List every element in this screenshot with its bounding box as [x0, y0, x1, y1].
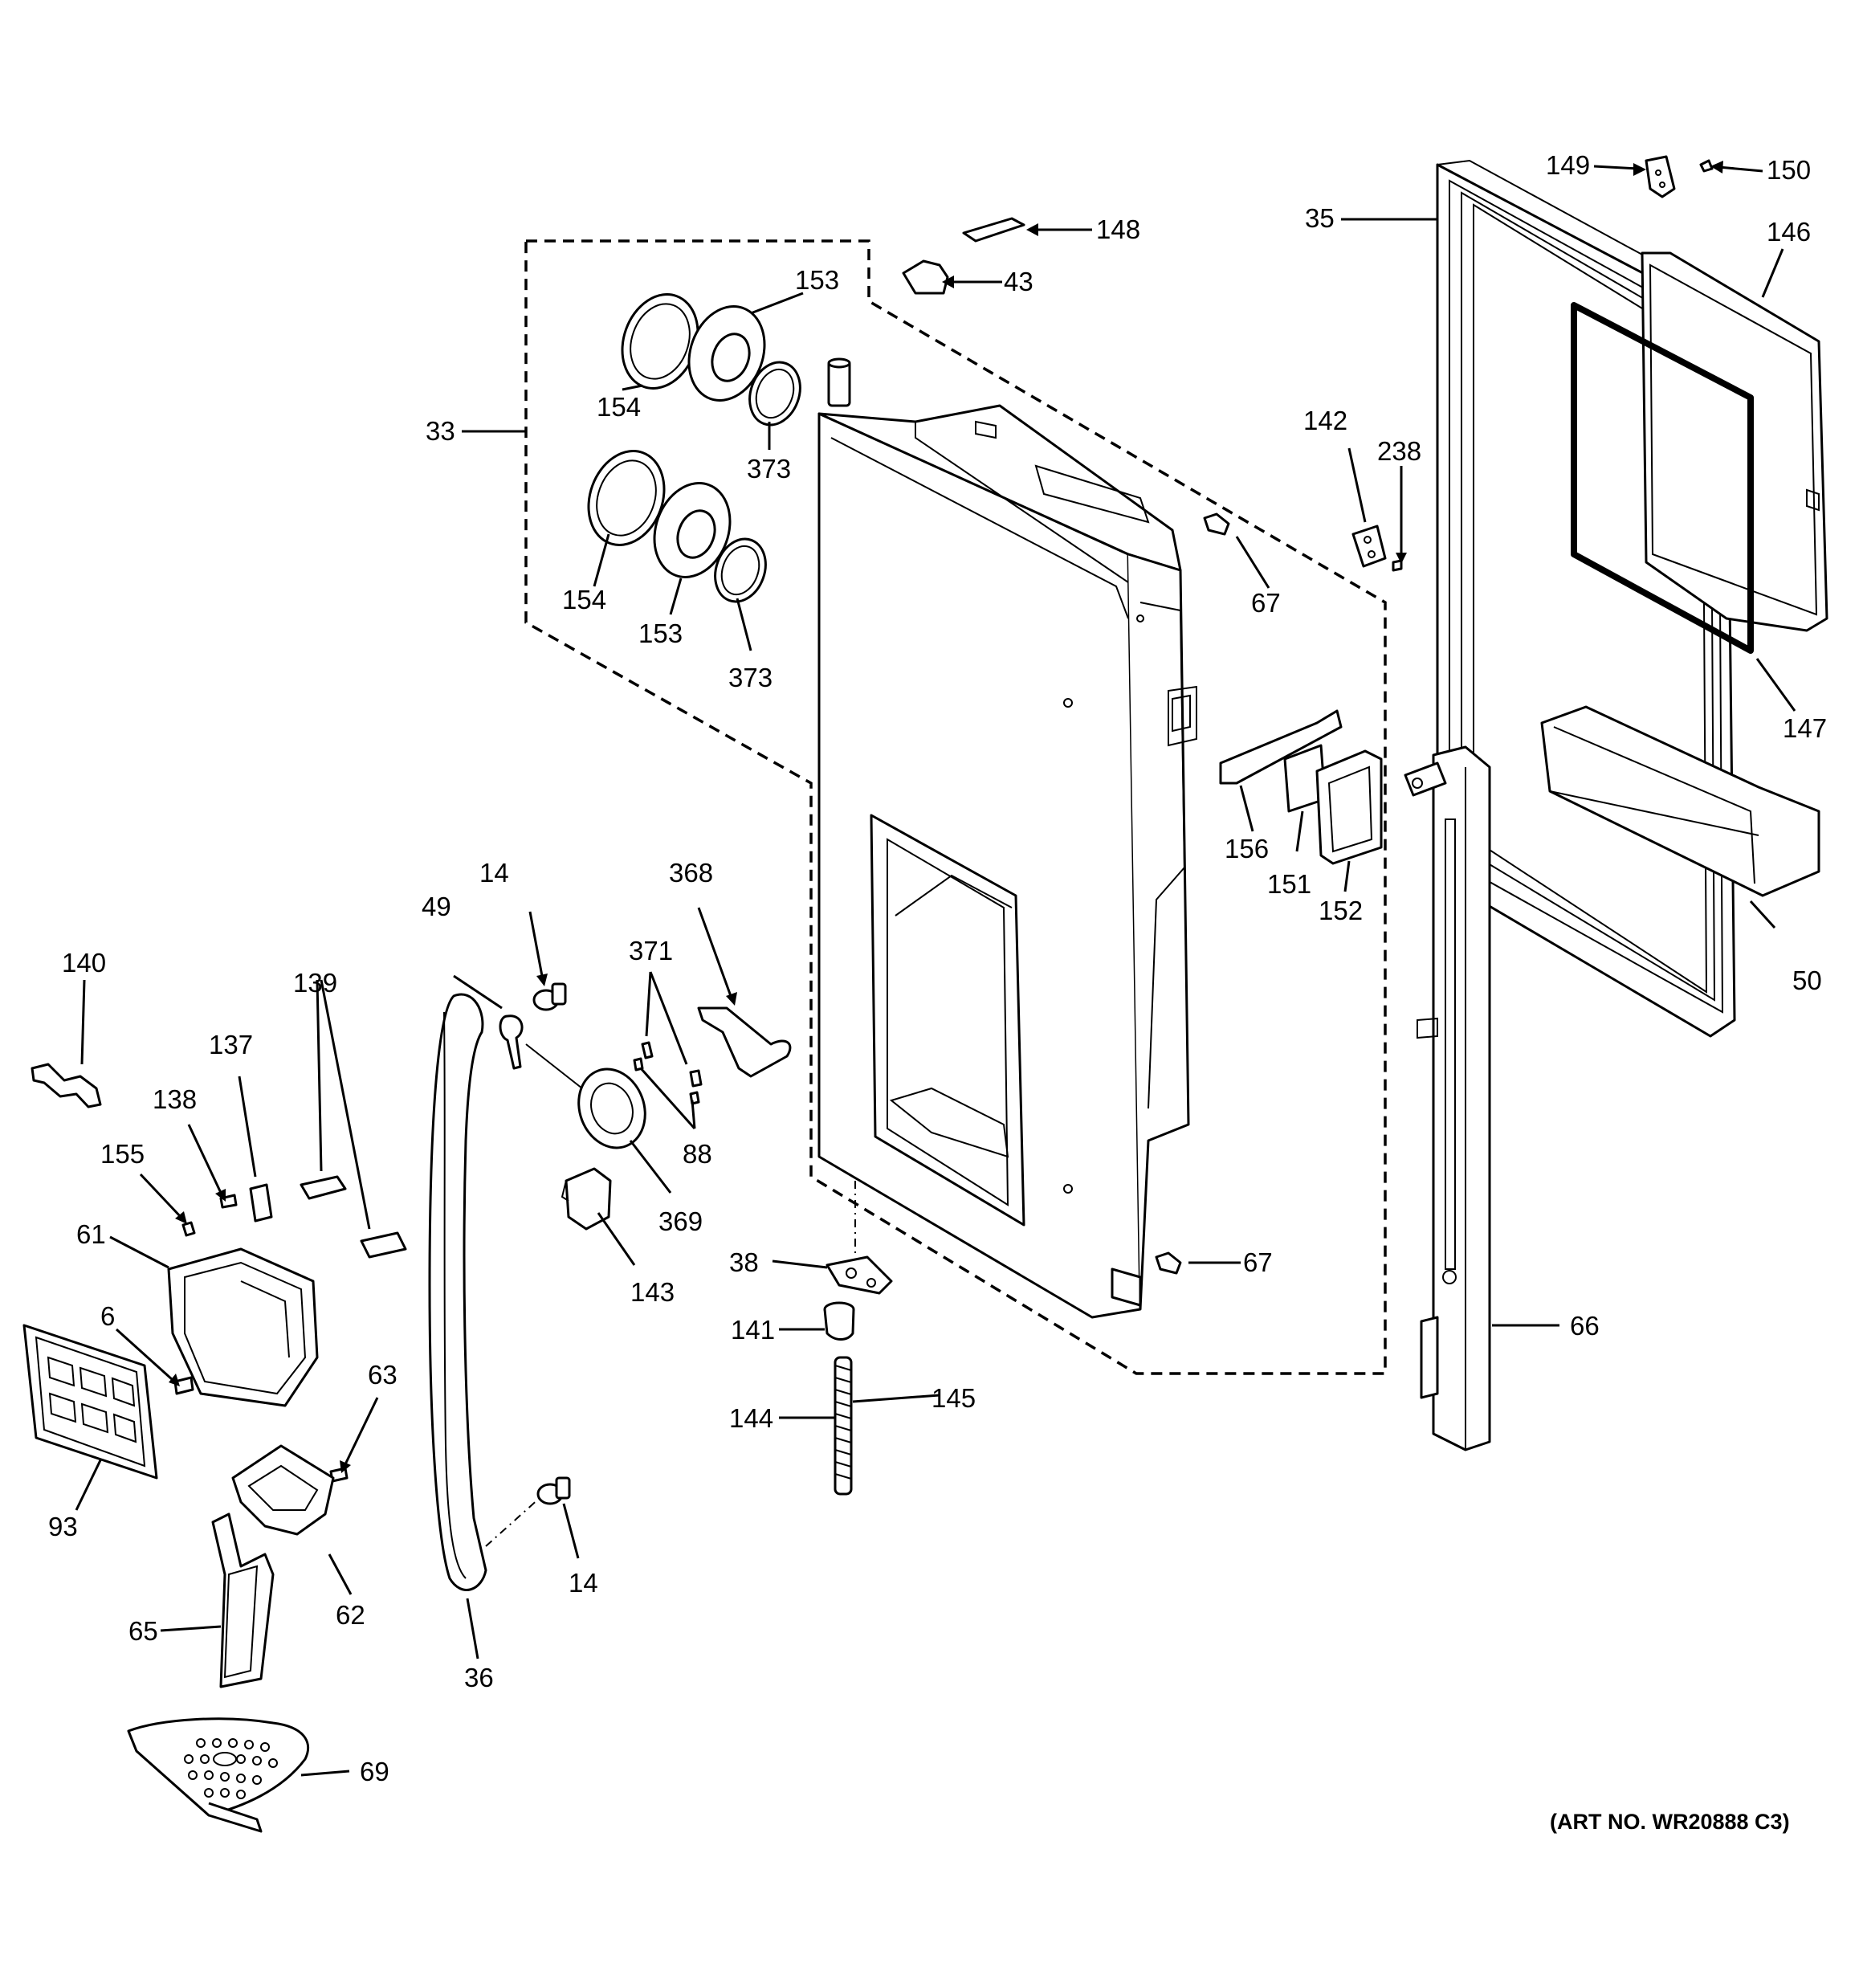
bracket-139-upper: [300, 1175, 347, 1200]
callout-69: 69: [360, 1757, 389, 1786]
part-149: [1645, 155, 1676, 198]
door-bin-50: [1540, 705, 1820, 897]
screw-88-b: [689, 1069, 703, 1088]
callout-43: 43: [1004, 267, 1033, 296]
screw-6: [173, 1376, 194, 1395]
callout-38: 38: [729, 1247, 759, 1277]
block-43: [902, 259, 949, 295]
callout-151: 151: [1267, 869, 1311, 899]
callout-65: 65: [128, 1616, 158, 1646]
callout-61: 61: [76, 1219, 106, 1249]
callout-6: 6: [100, 1301, 115, 1331]
gasket-147: [1571, 302, 1754, 654]
callout-88: 88: [683, 1139, 712, 1169]
paddle-369: [525, 1043, 646, 1149]
bracket-148: [962, 217, 1025, 243]
callout-155: 155: [100, 1139, 145, 1169]
callout-154-lower: 154: [562, 585, 606, 614]
screw-238: [1392, 559, 1403, 572]
callout-49: 49: [422, 892, 451, 921]
dispenser-housing-61: [167, 1247, 319, 1407]
spring-144-145: [834, 1356, 853, 1496]
callout-373-lower: 373: [728, 663, 773, 692]
door-rail-66: [1404, 745, 1491, 1451]
door-handle-36: [428, 993, 487, 1591]
screw-150: [1699, 159, 1714, 173]
callout-368: 368: [669, 858, 713, 888]
callout-35: 35: [1305, 203, 1335, 233]
bushing-141: [823, 1301, 855, 1341]
handle-screw-14-bottom: [536, 1476, 571, 1505]
inner-panel-146: [1641, 251, 1828, 632]
door-liner-housing: [817, 404, 1197, 1319]
bracket-139-lower: [360, 1231, 407, 1259]
callout-145: 145: [932, 1383, 976, 1413]
clip-67-bottom: [1155, 1251, 1182, 1275]
callout-137: 137: [209, 1030, 253, 1059]
callout-156: 156: [1225, 834, 1269, 863]
callout-67-upper: 67: [1251, 588, 1281, 618]
callout-371: 371: [629, 936, 673, 965]
funnel-62: [231, 1444, 335, 1536]
callout-14-lower: 14: [569, 1568, 598, 1598]
callout-148: 148: [1096, 214, 1140, 244]
callout-139: 139: [293, 968, 337, 998]
callout-62: 62: [336, 1600, 365, 1630]
handle-screw-14-top: [532, 982, 567, 1011]
assembly-33-boundary: [524, 239, 1387, 1375]
leader-lines: [75, 161, 1796, 1777]
art-number: (ART NO. WR20888 C3): [1550, 1810, 1790, 1834]
control-panel-93: [22, 1324, 158, 1480]
callout-146: 146: [1767, 217, 1811, 247]
wire-harness-140: [31, 1063, 102, 1108]
switch-137: [249, 1183, 273, 1223]
clip-67-top: [1203, 512, 1230, 536]
callout-14-upper: 14: [479, 858, 509, 888]
callout-36: 36: [464, 1663, 494, 1692]
bearing-set-lower: [587, 450, 767, 603]
bearing-set-upper: [621, 293, 801, 427]
callout-66: 66: [1570, 1311, 1600, 1341]
callout-33: 33: [426, 416, 455, 446]
callout-63: 63: [368, 1360, 397, 1390]
housing-152: [1315, 749, 1383, 865]
lever-49: [499, 1014, 524, 1070]
callout-143: 143: [630, 1277, 675, 1307]
actuator-65: [211, 1512, 275, 1688]
drip-tray-69: [127, 1717, 310, 1833]
callout-238: 238: [1377, 436, 1421, 466]
callout-149: 149: [1546, 150, 1590, 180]
callout-147: 147: [1783, 713, 1827, 743]
post-fitting: [827, 357, 851, 407]
callout-142: 142: [1303, 406, 1347, 435]
callout-labels: 149 150 148 35 146 153 43 33 154 373 142…: [48, 150, 1827, 1786]
callout-154-upper: 154: [597, 392, 641, 422]
callout-93: 93: [48, 1512, 78, 1541]
alignment-line-handle: [485, 1497, 540, 1547]
callout-140: 140: [62, 948, 106, 978]
screw-371: [641, 1041, 654, 1059]
part-142: [1351, 525, 1387, 568]
callout-373-upper: 373: [747, 454, 791, 484]
callout-144: 144: [729, 1403, 773, 1433]
callout-141: 141: [731, 1315, 775, 1345]
callout-153-upper: 153: [795, 265, 839, 295]
callout-150: 150: [1767, 155, 1811, 185]
callout-138: 138: [153, 1084, 197, 1114]
callout-369: 369: [658, 1206, 703, 1236]
bracket-368: [697, 1006, 792, 1078]
callout-152: 152: [1319, 896, 1363, 925]
bracket-38: [826, 1255, 893, 1295]
callout-50: 50: [1792, 965, 1822, 995]
screw-155: [181, 1221, 196, 1237]
callout-153-lower: 153: [638, 618, 683, 648]
callout-67-lower: 67: [1243, 1247, 1273, 1277]
bracket-156: [1219, 709, 1343, 785]
